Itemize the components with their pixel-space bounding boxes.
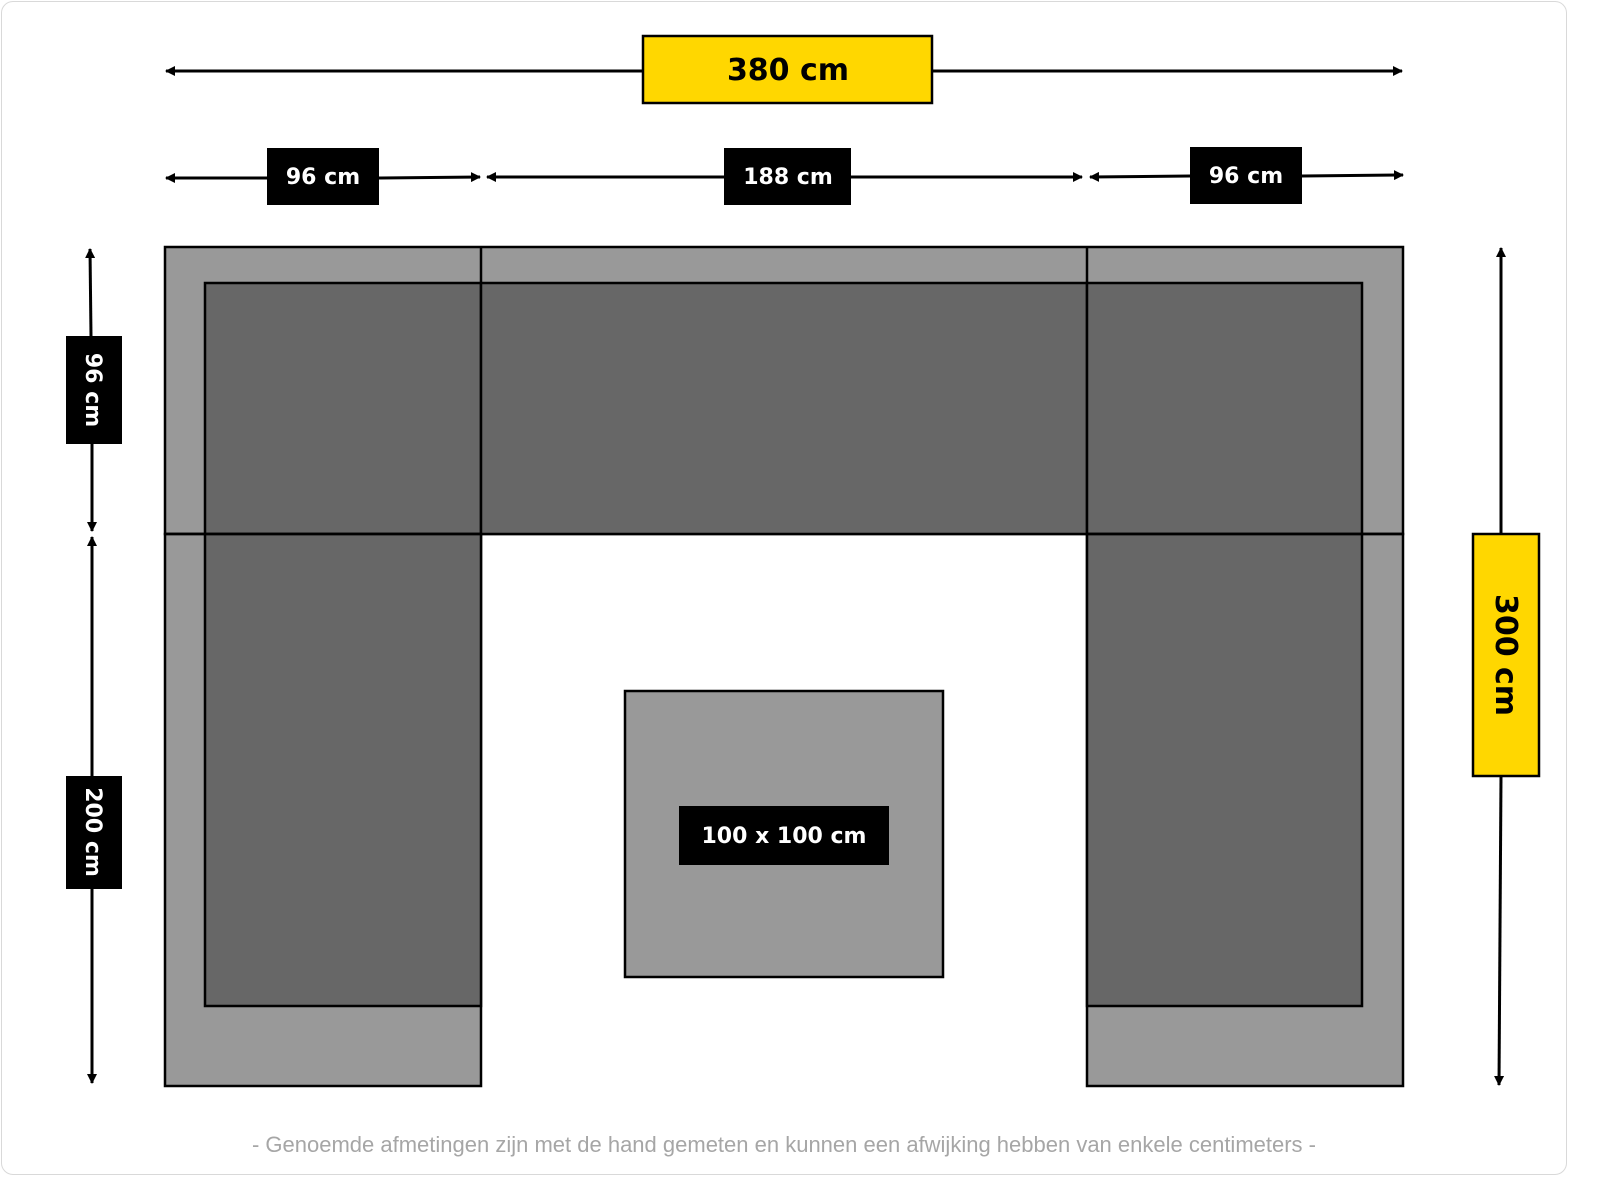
middle-width-label-box bbox=[724, 148, 851, 205]
right-width-label-box bbox=[1190, 147, 1302, 204]
total-depth-arrow-bottom bbox=[1494, 775, 1505, 1086]
cushion-back-left bbox=[203, 281, 483, 536]
left-width-arrow-right bbox=[378, 172, 481, 183]
middle-width-label: 188 cm bbox=[743, 165, 833, 190]
side-length-label-box bbox=[66, 776, 122, 889]
right-width-arrow-left bbox=[1089, 171, 1191, 182]
table-size-label-box bbox=[679, 806, 889, 865]
diagram-frame bbox=[1, 1, 1567, 1175]
cushion-left-side bbox=[203, 532, 483, 1008]
right-width-arrow-right bbox=[1301, 170, 1404, 181]
sofa bbox=[163, 245, 1405, 1088]
left-width-label: 96 cm bbox=[286, 165, 360, 190]
total-width-label: 380 cm bbox=[727, 53, 849, 88]
table-size-label: 100 x 100 cm bbox=[702, 824, 867, 849]
total-width-label-box bbox=[641, 34, 934, 105]
total-depth-label-box bbox=[1471, 532, 1541, 778]
back-depth-arrow-top bbox=[85, 248, 96, 337]
total-depth-label: 300 cm bbox=[1488, 594, 1523, 716]
back-depth-label: 96 cm bbox=[80, 353, 105, 427]
back-depth-label-box bbox=[66, 336, 122, 444]
cushion-back-right bbox=[1085, 281, 1364, 536]
left-width-label-box bbox=[267, 148, 379, 205]
right-width-label: 96 cm bbox=[1209, 164, 1283, 189]
measurement-disclaimer: - Genoemde afmetingen zijn met de hand g… bbox=[251, 1132, 1316, 1157]
cushion-right-side bbox=[1085, 532, 1364, 1008]
side-length-label: 200 cm bbox=[80, 787, 105, 877]
cushion-back-middle bbox=[479, 281, 1089, 536]
